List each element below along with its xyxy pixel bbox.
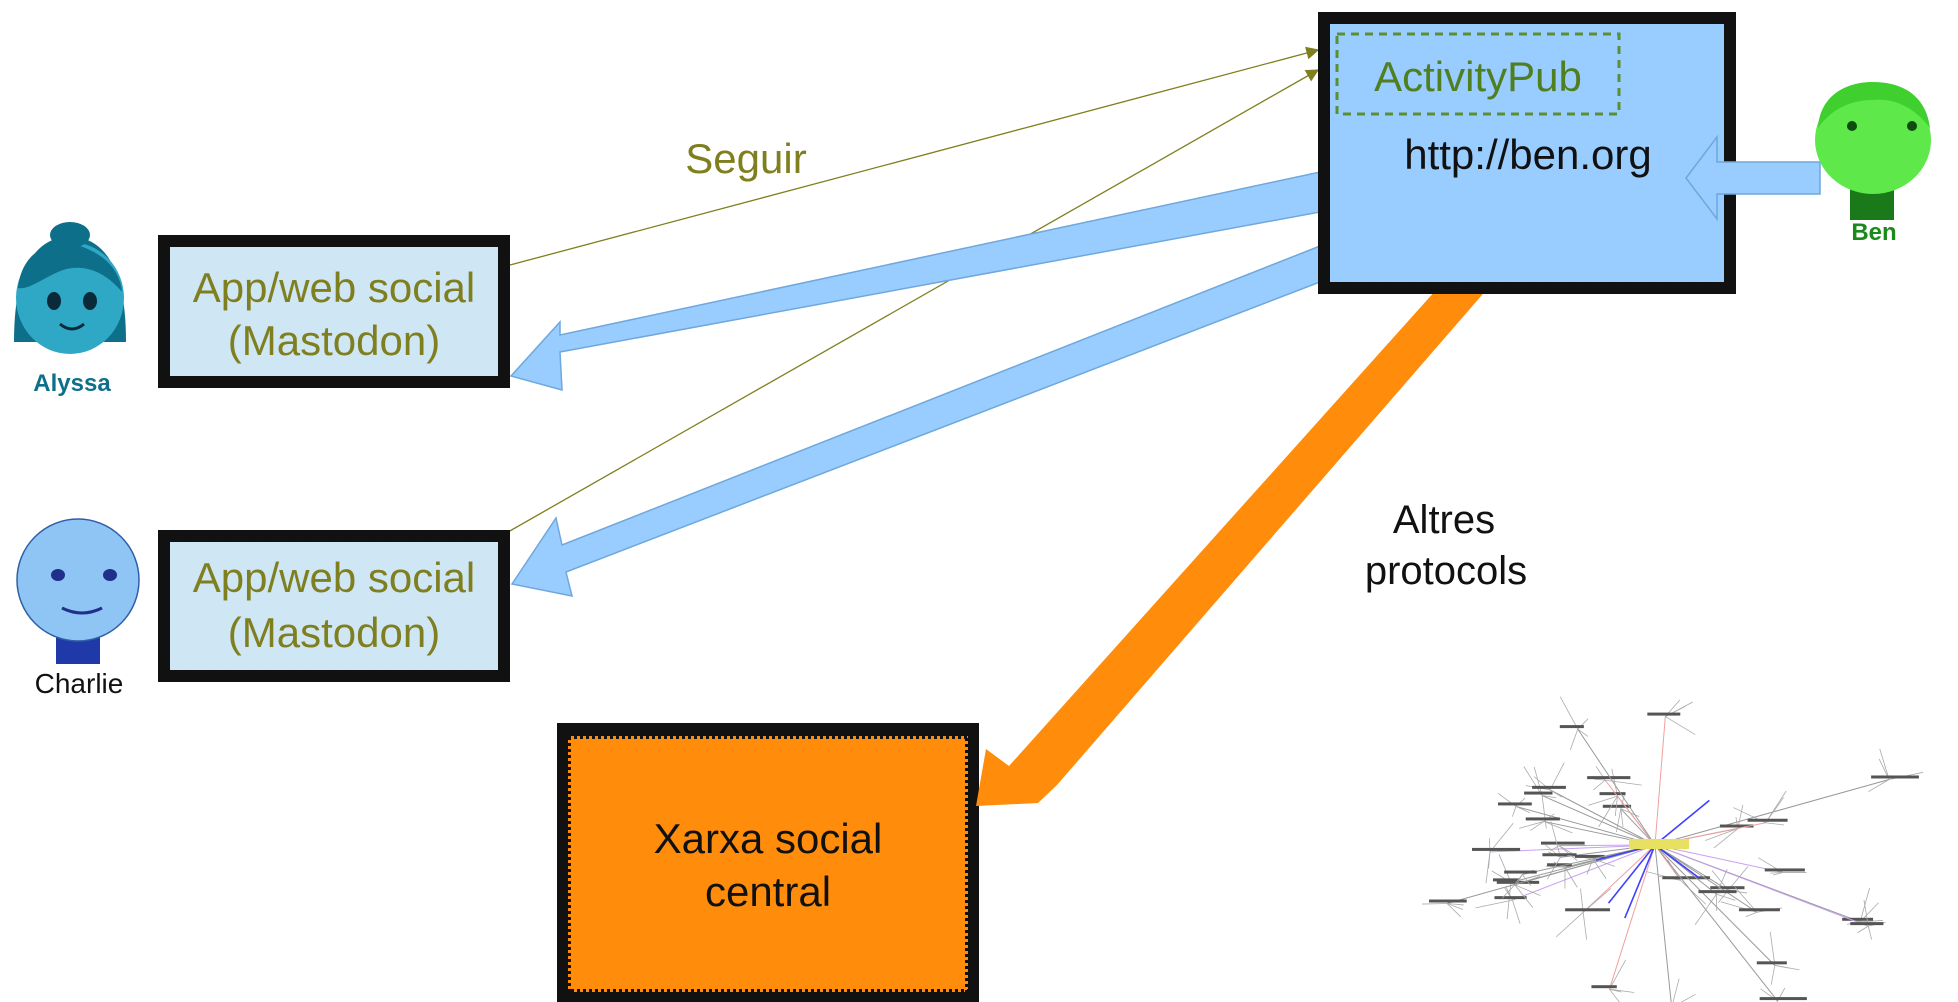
other-protocols-arrow bbox=[976, 280, 1495, 806]
ben-to-server-arrow bbox=[1685, 134, 1821, 222]
activitypub-label: ActivityPub bbox=[1374, 53, 1582, 100]
app1-line1: App/web social bbox=[193, 264, 476, 311]
alyssa-avatar: Alyssa bbox=[14, 222, 126, 397]
other-protocols-label: Altres protocols bbox=[1365, 498, 1527, 593]
follow-lines bbox=[507, 46, 1320, 533]
app1-line2: (Mastodon) bbox=[228, 317, 440, 364]
delivery-arrow-to-app1 bbox=[509, 171, 1321, 391]
network-graph-image bbox=[1422, 696, 1924, 1002]
ben-server-label: http://ben.org bbox=[1404, 131, 1652, 178]
app2-node: App/web social (Mastodon) bbox=[158, 530, 510, 682]
other-protocols-line1: Altres bbox=[1393, 498, 1495, 542]
central-label-line2: central bbox=[705, 868, 831, 915]
follow-label: Seguir bbox=[685, 135, 806, 182]
charlie-avatar: Charlie bbox=[16, 518, 140, 699]
ben-label: Ben bbox=[1851, 219, 1896, 246]
other-protocols-line2: protocols bbox=[1365, 549, 1527, 593]
delivery-arrows bbox=[509, 171, 1321, 597]
central-label-line1: Xarxa social bbox=[654, 815, 883, 862]
alyssa-label: Alyssa bbox=[33, 370, 111, 397]
app2-line1: App/web social bbox=[193, 554, 476, 601]
delivery-arrow-to-app2 bbox=[510, 244, 1321, 597]
ben-avatar: Ben bbox=[1815, 82, 1931, 246]
activitypub-frame bbox=[1335, 32, 1621, 116]
charlie-label: Charlie bbox=[35, 668, 124, 699]
app1-node: App/web social (Mastodon) bbox=[158, 235, 510, 388]
ben-server-node: ActivityPub http://ben.org bbox=[1318, 12, 1736, 294]
app2-line2: (Mastodon) bbox=[228, 609, 440, 656]
central-network-node: Xarxa social central bbox=[557, 723, 979, 1002]
